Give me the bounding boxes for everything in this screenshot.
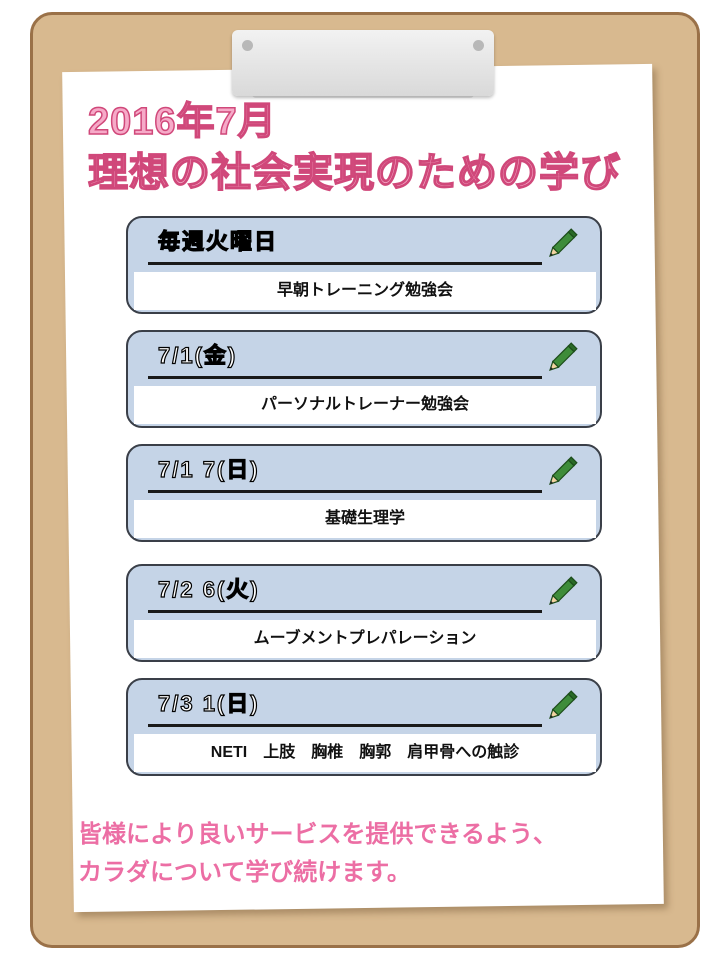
date-underline xyxy=(148,262,542,265)
schedule-card: 7/1 7(日) 基礎生理学 xyxy=(126,444,602,542)
date-underline xyxy=(148,490,542,493)
schedule-title: NETI 上肢 胸椎 胸郭 肩甲骨への触診 xyxy=(134,734,596,772)
schedule-card: 毎週火曜日 早朝トレーニング勉強会 xyxy=(126,216,602,314)
schedule-date: 7/2 6(火) xyxy=(157,576,260,602)
pencil-icon xyxy=(549,690,578,719)
schedule-title: 早朝トレーニング勉強会 xyxy=(134,272,596,310)
schedule-date: 7/1 7(日) xyxy=(157,456,260,482)
schedule-card: 7/3 1(日) NETI 上肢 胸椎 胸郭 肩甲骨への触診 xyxy=(126,678,602,776)
schedule-date: 7/3 1(日) xyxy=(157,690,260,716)
schedule-date: 7/1(金) xyxy=(157,342,238,368)
date-underline xyxy=(148,376,542,379)
footer-message-line2: カラダについて学び続けます。 xyxy=(78,859,411,886)
clip-rivet-icon xyxy=(473,40,484,51)
footer-message-line1: 皆様により良いサービスを提供できるよう、 xyxy=(78,821,558,848)
date-underline xyxy=(148,610,542,613)
clipboard-clip xyxy=(232,30,494,96)
title-month: 2016年7月 xyxy=(87,100,277,144)
clip-rivet-icon xyxy=(242,40,253,51)
title-theme: 理想の社会実現のための学び xyxy=(87,150,621,196)
pencil-icon xyxy=(549,576,578,605)
schedule-title: パーソナルトレーナー勉強会 xyxy=(134,386,596,424)
schedule-card: 7/1(金) パーソナルトレーナー勉強会 xyxy=(126,330,602,428)
date-underline xyxy=(148,724,542,727)
schedule-card: 7/2 6(火) ムーブメントプレパレーション xyxy=(126,564,602,662)
pencil-icon xyxy=(549,228,578,257)
schedule-title: 基礎生理学 xyxy=(134,500,596,538)
pencil-icon xyxy=(549,342,578,371)
schedule-date: 毎週火曜日 xyxy=(157,228,279,254)
pencil-icon xyxy=(549,456,578,485)
schedule-title: ムーブメントプレパレーション xyxy=(134,620,596,658)
